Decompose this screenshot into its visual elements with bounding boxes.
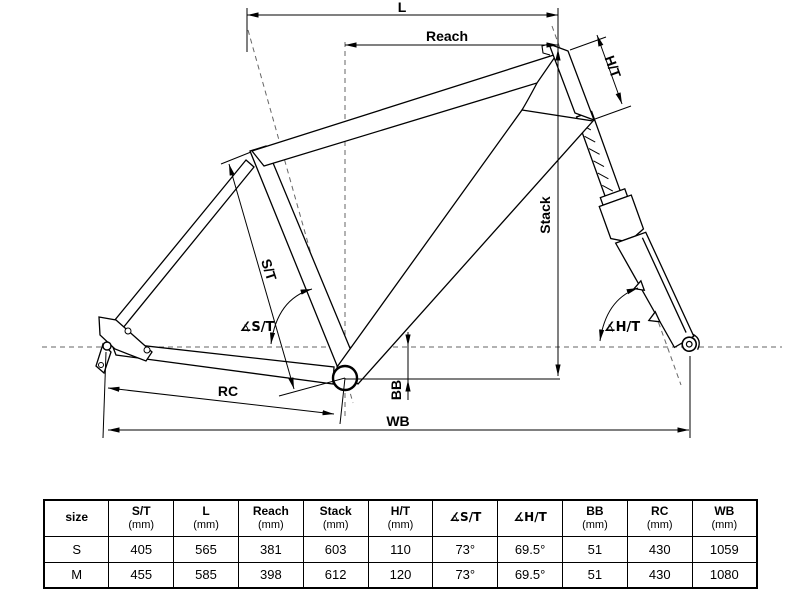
dropout-hook [692,333,700,350]
front-axle [685,340,693,348]
header-cell-l: L(mm) [173,499,239,537]
table-cell: 51 [562,535,628,563]
dimension-labels: L Reach H/T Stack S/T ∡S/T ∡H/T BB RC WB [218,0,640,429]
rack-bolt-lower [143,346,151,354]
rear-axle [102,341,112,351]
head-tube [547,42,596,122]
dim-st-ext-top [220,151,252,165]
table-cell: 1059 [691,535,758,563]
table-cell: 565 [173,535,239,563]
header-cell-stack: Stack(mm) [302,499,369,537]
table-cell: 585 [173,561,239,589]
table-cell: 455 [108,561,175,589]
dim-ht-ext-bottom [594,105,632,120]
down-tube [336,109,595,385]
table-cell: 73° [432,535,499,563]
ht-angle-arc [599,287,639,342]
table-cell: 51 [562,561,628,589]
label-wb: WB [386,413,409,429]
table-cell: M [43,561,110,589]
table-cell: 405 [108,535,175,563]
label-bb: BB [388,380,404,400]
table-cell: 381 [237,535,304,563]
rack-bolt-upper [124,327,132,335]
table-row-size-m: M 455 585 398 612 120 73° 69.5° 51 430 1… [43,561,758,589]
table-cell: 69.5° [497,561,563,589]
geometry-diagram: L Reach H/T Stack S/T ∡S/T ∡H/T BB RC WB [42,0,782,439]
header-cell-rc: RC(mm) [626,499,693,537]
table-cell: 430 [626,535,693,563]
header-cell-size: size [43,499,110,537]
table-cell: 398 [237,561,304,589]
table-header-row: size S/T(mm) L(mm) Reach(mm) Stack(mm) H… [43,499,758,537]
table-cell: 1080 [691,561,758,589]
headset-spacer-notch [541,43,551,56]
header-cell-bb: BB(mm) [562,499,628,537]
label-st: S/T [258,257,280,283]
header-cell-st-angle: ∡S/T [432,499,499,537]
label-ht: H/T [602,53,625,80]
seat-stay [109,159,255,335]
brake-mount-tab-upper [632,279,646,292]
dimension-lines [102,8,691,439]
fork-leg-contour [641,237,687,333]
table-cell: S [43,535,110,563]
dim-wb-ext-left [102,351,107,439]
seat-tube-axis [247,29,354,404]
header-cell-reach: Reach(mm) [237,499,304,537]
label-stack: Stack [537,196,553,234]
table-cell: 603 [302,535,369,563]
dim-ht-ext-top [569,36,607,51]
header-cell-ht: H/T(mm) [367,499,434,537]
dim-rc-line [107,386,335,416]
rear-dropout-plate [98,316,153,362]
header-cell-ht-angle: ∡H/T [497,499,563,537]
geometry-table: size S/T(mm) L(mm) Reach(mm) Stack(mm) H… [43,499,758,589]
label-st-angle: ∡S/T [240,320,275,335]
header-cell-st: S/T(mm) [108,499,175,537]
gusset-curve [521,82,538,111]
table-cell: 120 [367,561,434,589]
dim-ht-line [596,34,623,105]
table-row-size-s: S 405 565 381 603 110 73° 69.5° 51 430 1… [43,535,758,563]
dim-st-line [228,163,295,390]
header-cell-wb: WB(mm) [691,499,758,537]
label-rc: RC [218,383,238,399]
table-cell: 73° [432,561,499,589]
label-L: L [398,0,407,15]
front-fork [575,110,700,353]
table-cell: 69.5° [497,535,563,563]
brake-mount-tab-lower [647,310,661,323]
fork-lowers [614,231,695,349]
table-cell: 110 [367,535,434,563]
dim-rc-ext-right [339,377,346,425]
st-angle-arc [269,288,313,345]
label-reach: Reach [426,28,468,44]
label-ht-angle: ∡H/T [604,320,640,335]
table-cell: 612 [302,561,369,589]
hanger-hole [98,362,104,368]
table-cell: 430 [626,561,693,589]
